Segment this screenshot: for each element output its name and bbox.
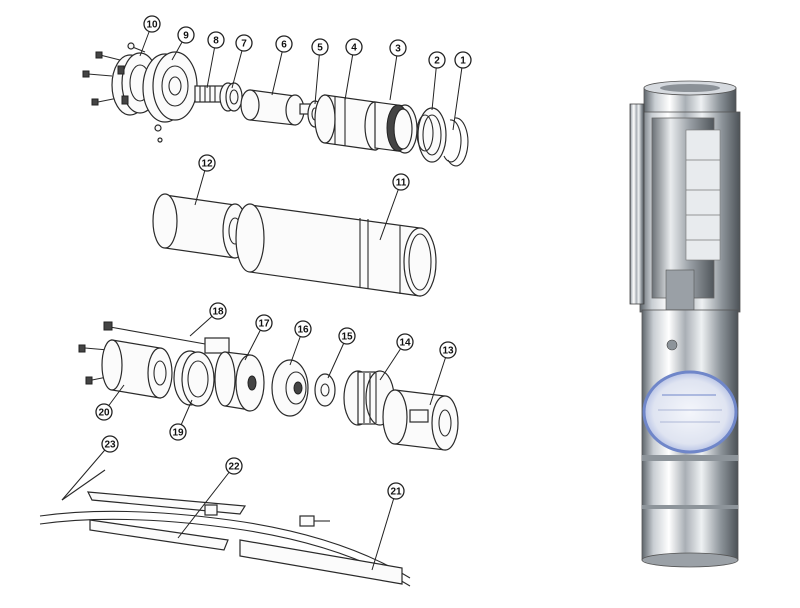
leader-line-1 [452, 59, 464, 131]
part-3-seal [374, 101, 418, 154]
callout-circle-8 [207, 31, 225, 49]
callout-label-16: 16 [297, 325, 309, 336]
callout-circle-9 [177, 26, 195, 44]
callout-label-14: 14 [399, 338, 411, 349]
callout-label-4: 4 [351, 43, 357, 54]
screws-top-left [82, 42, 163, 143]
callout-label-1: 1 [460, 56, 466, 67]
callout-label-3: 3 [395, 44, 401, 55]
callout-label-5: 5 [317, 43, 323, 54]
callout-circle-12 [198, 154, 216, 172]
leader-line-4 [344, 46, 355, 101]
part-12-sleeve [152, 193, 248, 259]
callout-circle-10 [143, 15, 161, 33]
leader-line-21 [371, 490, 397, 571]
part-6-rotor [240, 89, 317, 126]
part-9-disc [142, 51, 198, 123]
callout-circle-7 [235, 34, 253, 52]
callout-label-22: 22 [228, 462, 240, 473]
callout-circle-15 [338, 327, 356, 345]
callout-circle-1 [454, 51, 472, 69]
part-13-pump-head [382, 389, 459, 451]
callout-circle-16 [294, 320, 312, 338]
callout-circle-14 [396, 333, 414, 351]
callout-circle-17 [255, 314, 273, 332]
leader-line-22 [177, 465, 235, 539]
part-22-guard-plate [86, 491, 247, 551]
part-15-washer [314, 373, 336, 407]
callout-label-13: 13 [442, 346, 454, 357]
part-17-disk [214, 351, 265, 412]
callout-label-20: 20 [98, 408, 110, 419]
callout-circle-20 [95, 403, 113, 421]
callout-circle-18 [209, 302, 227, 320]
callout-label-19: 19 [172, 428, 184, 439]
callout-label-18: 18 [212, 307, 224, 318]
bottom-assembly [39, 469, 411, 587]
callout-label-10: 10 [146, 20, 158, 31]
callout-circle-4 [345, 38, 363, 56]
callout-circle-23 [101, 435, 119, 453]
callout-circle-6 [275, 35, 293, 53]
callout-label-21: 21 [390, 487, 402, 498]
callout-label-12: 12 [201, 159, 213, 170]
callout-label-8: 8 [213, 36, 219, 47]
callout-circle-11 [392, 173, 410, 191]
lower-assembly [78, 321, 459, 451]
callout-circle-5 [311, 38, 329, 56]
part-7-bearing [219, 82, 243, 112]
leader-line-3 [389, 47, 399, 101]
callout-label-2: 2 [434, 56, 440, 67]
part-14-gear [343, 370, 395, 426]
callout-label-23: 23 [104, 440, 116, 451]
callout-label-6: 6 [281, 40, 287, 51]
callout-circle-2 [428, 51, 446, 69]
part-11-housing [235, 203, 437, 297]
leader-line-13 [429, 349, 449, 406]
callout-circle-21 [387, 482, 405, 500]
callout-label-9: 9 [183, 31, 189, 42]
pump-photo [629, 80, 741, 568]
part-16-impeller [271, 359, 309, 417]
middle-assembly [152, 193, 437, 297]
part-21-cover [239, 515, 403, 585]
callout-label-15: 15 [341, 332, 353, 343]
top-assembly [82, 42, 469, 167]
callout-circle-22 [225, 457, 243, 475]
callout-circle-19 [169, 423, 187, 441]
callout-circle-3 [389, 39, 407, 57]
leader-line-23 [61, 443, 111, 501]
part-18-bolt [103, 321, 230, 354]
callout-circle-13 [439, 341, 457, 359]
part-20-base [101, 339, 173, 399]
callout-label-11: 11 [396, 178, 407, 189]
callout-label-17: 17 [258, 319, 270, 330]
leader-line-5 [314, 46, 321, 105]
leader-line-6 [271, 43, 285, 96]
part-1-circlip [443, 117, 469, 167]
leader-line-11 [379, 181, 402, 241]
callout-label-7: 7 [241, 39, 247, 50]
part-19-ring [173, 350, 215, 407]
part-2-snap-ring [416, 107, 447, 163]
